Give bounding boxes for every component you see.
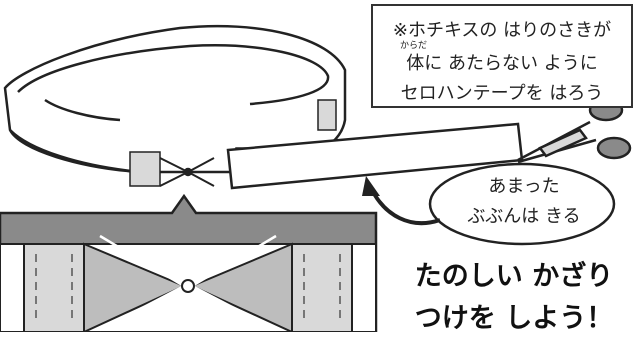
- craft-instruction-illustration: からだ ※ホチキスの はりのさきが 体に あたらない ように セロハンテープを …: [0, 4, 633, 334]
- bubble-line-2: ぶぶんは きる: [467, 206, 581, 227]
- note-line-1: ※ホチキスの はりのさきが: [392, 20, 612, 41]
- slogan-line-1: たのしい かざり: [414, 261, 614, 292]
- stapled-band-closeup: [0, 193, 378, 332]
- speech-bubble: [428, 162, 616, 246]
- paper-band: [3, 24, 524, 190]
- note-line-2: 体に あたらない ように: [406, 53, 598, 74]
- staple-warning-note: からだ ※ホチキスの はりのさきが 体に あたらない ように セロハンテープを …: [371, 4, 633, 108]
- illustration-art: [0, 24, 632, 332]
- slogan: たのしい かざり つけを しよう！: [386, 256, 642, 340]
- pointer-arrow: [362, 176, 441, 226]
- note-line-3: セロハンテープを はろう: [400, 83, 604, 104]
- scissors-icon: [517, 98, 632, 164]
- bubble-text: あまった ぶぶんは きる: [436, 172, 612, 232]
- furigana-karada: からだ: [400, 41, 428, 51]
- bubble-line-1: あまった: [488, 176, 560, 197]
- slogan-line-2: つけを しよう！: [414, 303, 614, 334]
